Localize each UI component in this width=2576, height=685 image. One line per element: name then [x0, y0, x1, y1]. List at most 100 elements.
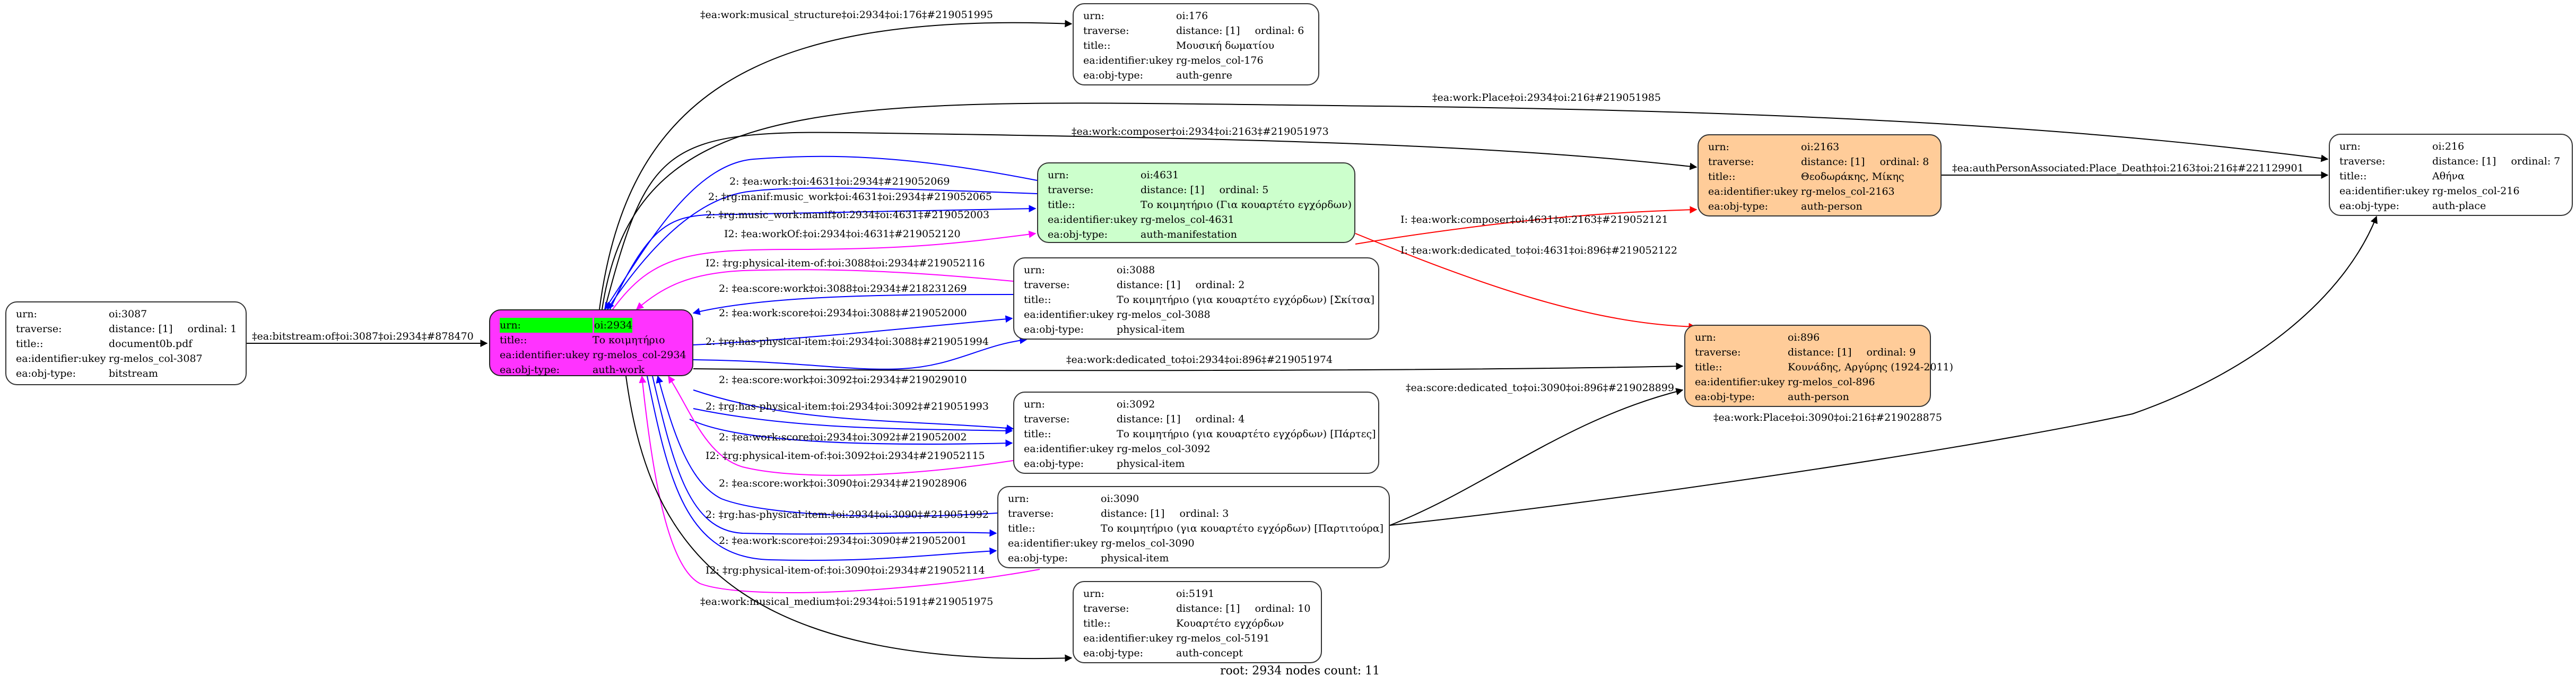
traverse-row: traverse:distance: [1]ordinal: 9 — [1695, 345, 1922, 360]
ukey-value: rg-melos_col-3088 — [1117, 309, 1211, 320]
edge-n2934-n3090 — [647, 376, 997, 561]
title-label: title:: — [1695, 361, 1722, 373]
traverse-row: traverse:distance: [1]ordinal: 3 — [1008, 506, 1381, 521]
title-value: Το κοιμητήριο — [593, 334, 665, 346]
urn-label: urn: — [500, 318, 593, 333]
ordinal-value: ordinal: 10 — [1255, 603, 1311, 614]
urn-label: urn: — [1008, 493, 1029, 505]
edge-label: ‡ea:bitstream:of‡oi:3087‡oi:2934‡#878470 — [252, 331, 474, 342]
urn-row: urn:oi:3092 — [1024, 397, 1371, 412]
urn-label: urn: — [1024, 264, 1045, 276]
obj-type-row: ea:obj-type:auth-person — [1708, 199, 1933, 214]
obj-type-value: physical-item — [1117, 324, 1185, 335]
traverse-value: distance: [1] — [1176, 25, 1240, 37]
traverse-label: traverse: — [1024, 279, 1070, 291]
urn-value: oi:5191 — [1176, 588, 1215, 600]
urn-label: urn: — [1083, 10, 1104, 22]
edge-label-layer: ‡ea:bitstream:of‡oi:3087‡oi:2934‡#878470… — [252, 9, 2304, 608]
urn-row: urn: oi:176 — [1083, 8, 1311, 23]
edge-n2934-n896 — [693, 362, 1684, 371]
ukey-value: rg-melos_col-2934 — [593, 349, 686, 361]
edge-n2934-n176 — [599, 20, 1073, 310]
traverse-value: distance: [1] — [2432, 155, 2496, 167]
ukey-label: ea:identifier:ukey — [1048, 214, 1138, 226]
title-row: title::Αθήνα — [2339, 169, 2564, 184]
edge-n2934-n4631 — [612, 230, 1037, 310]
obj-type-label: ea:obj-type: — [1083, 647, 1144, 659]
edge-label: 2: ‡ea:work:‡oi:4631‡oi:2934‡#219052069 — [729, 176, 950, 187]
obj-type-label: ea:obj-type: — [16, 368, 76, 379]
traverse-label: traverse: — [1083, 603, 1129, 614]
traverse-value: distance: [1] — [1117, 279, 1181, 291]
urn-label: urn: — [2339, 141, 2361, 152]
ukey-label: ea:identifier:ukey — [1083, 55, 1173, 66]
title-row: title::Κουαρτέτο εγχόρδων — [1083, 616, 1313, 631]
obj-type-value: auth-place — [2432, 200, 2486, 212]
title-label: title:: — [2339, 170, 2367, 182]
ukey-label: ea:identifier:ukey — [500, 349, 590, 361]
obj-type-label: ea:obj-type: — [1695, 391, 1755, 403]
edge-label: 2: ‡ea:score:work‡oi:3088‡oi:2934‡#21823… — [719, 283, 967, 294]
edge-label: ‡ea:work:musical_structure‡oi:2934‡oi:17… — [700, 9, 993, 21]
edge-label: I2: ‡ea:workOf:‡oi:2934‡oi:4631‡#2190521… — [724, 228, 961, 240]
title-row: title::Το κοιμητήριο (για κουαρτέτο εγχό… — [1008, 521, 1383, 536]
urn-value: oi:176 — [1176, 10, 1208, 22]
ukey-label: ea:identifier:ukey — [1083, 632, 1173, 644]
ordinal-value: ordinal: 7 — [2511, 155, 2561, 167]
urn-row: urn:oi:3087 — [16, 307, 238, 322]
traverse-label: traverse: — [1024, 413, 1070, 425]
urn-row: urn:oi:216 — [2339, 139, 2564, 154]
obj-type-value: auth-person — [1801, 201, 1863, 212]
urn-label: urn: — [1708, 141, 1729, 153]
ordinal-value: ordinal: 2 — [1195, 279, 1245, 291]
urn-value: oi:4631 — [1141, 169, 1179, 181]
traverse-label: traverse: — [1008, 508, 1054, 519]
urn-label: urn: — [16, 308, 37, 320]
title-value: Κουαρτέτο εγχόρδων — [1176, 618, 1284, 629]
urn-label: urn: — [1695, 332, 1716, 343]
edge-label: 2: ‡rg:has-physical-item:‡oi:2934‡oi:309… — [706, 509, 989, 521]
ukey-label: ea:identifier:ukey — [1708, 186, 1798, 197]
obj-type-row: ea:obj-type:auth-concept — [1083, 646, 1313, 661]
title-value: Το κοιμητήριο (για κουαρτέτο εγχόρδων) [… — [1117, 294, 1375, 306]
obj-type-label: ea:obj-type: — [1024, 324, 1084, 335]
traverse-row: traverse:distance: [1]ordinal: 4 — [1024, 412, 1371, 427]
edge-label: I2: ‡rg:physical-item-of:‡oi:3090‡oi:293… — [706, 565, 985, 576]
urn-label: urn: — [1083, 588, 1104, 600]
ukey-value: rg-melos_col-3090 — [1101, 537, 1195, 549]
traverse-label: traverse: — [1695, 346, 1741, 358]
edge-label: 2: ‡ea:work:score‡oi:2934‡oi:3090‡#21905… — [719, 535, 967, 547]
obj-type-row: ea:obj-type:bitstream — [16, 366, 238, 381]
title-value: Το κοιμητήριο (για κουαρτέτο εγχόρδων) [… — [1117, 428, 1376, 440]
ordinal-value: ordinal: 3 — [1179, 508, 1229, 519]
title-label: title:: — [1083, 40, 1111, 51]
urn-row: urn:oi:896 — [1695, 330, 1922, 345]
edge-label: ‡ea:work:Place‡oi:2934‡oi:216‡#219051985 — [1432, 92, 1661, 103]
edge-label: 2: ‡ea:work:score‡oi:2934‡oi:3092‡#21905… — [719, 431, 967, 443]
edge-n3088-n2934 — [636, 269, 1014, 310]
ordinal-value: ordinal: 5 — [1219, 184, 1269, 196]
urn-row: urn:oi:2934 — [500, 318, 685, 333]
title-value: Θεοδωράκης, Μίκης — [1801, 171, 1904, 183]
urn-row: urn:oi:3090 — [1008, 491, 1381, 506]
obj-type-row: ea:obj-type: physical-item — [1024, 322, 1371, 337]
ordinal-value: ordinal: 9 — [1866, 346, 1916, 358]
edge-label: I: ‡ea:work:composer‡oi:4631‡oi:2163‡#21… — [1400, 214, 1668, 226]
obj-type-label: ea:obj-type: — [1048, 229, 1108, 240]
traverse-value: distance: [1] — [1141, 184, 1205, 196]
